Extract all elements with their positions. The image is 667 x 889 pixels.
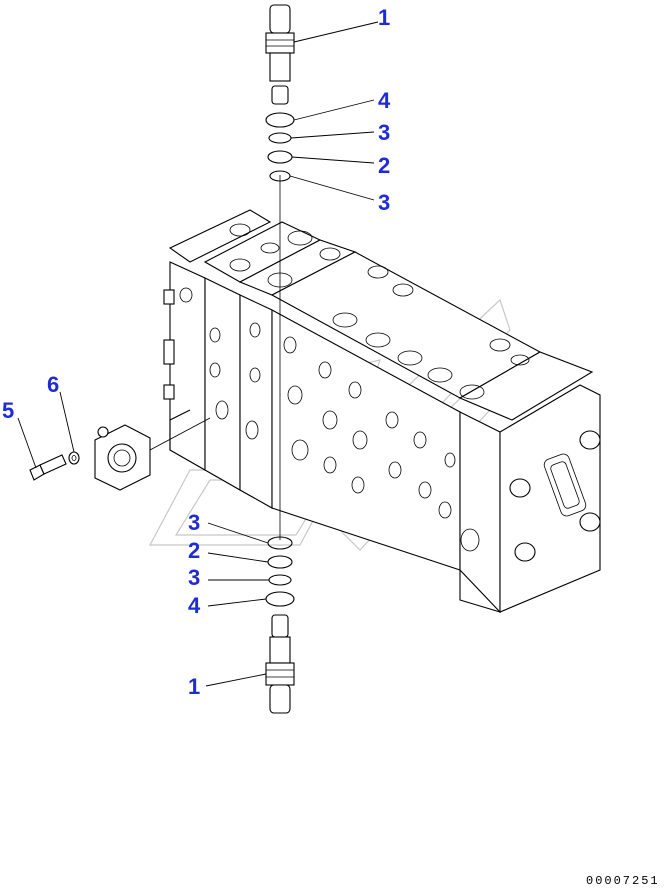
top-seal-stack [265, 112, 295, 182]
side-flange-assembly [29, 417, 211, 491]
front-ports [179, 287, 480, 552]
callout-part-3-top-b: 3 [378, 190, 390, 215]
callout-part-4-bottom: 4 [188, 593, 201, 618]
bottom-seal-stack [265, 536, 295, 607]
callout-part-1-top: 1 [378, 5, 390, 30]
callout-part-3-top-a: 3 [378, 120, 390, 145]
callout-part-6: 6 [47, 372, 59, 397]
callout-part-4-top: 4 [378, 88, 391, 113]
top-valve-cartridge [265, 4, 295, 105]
callout-part-5: 5 [2, 398, 14, 423]
top-ports [229, 223, 530, 400]
document-number: 00007251 [586, 874, 660, 888]
callout-part-3-bottom-b: 3 [188, 565, 200, 590]
bottom-valve-cartridge [265, 614, 295, 714]
control-valve-block [163, 209, 601, 614]
callout-part-1-bottom: 1 [188, 674, 200, 699]
callout-part-2-top: 2 [378, 153, 390, 178]
callout-part-3-bottom-a: 3 [188, 510, 200, 535]
callout-labels: 1 4 3 2 3 6 5 3 2 3 4 1 [2, 5, 391, 699]
washer-6 [68, 451, 80, 465]
bolt-5 [29, 454, 67, 481]
leader-lines [17, 21, 379, 687]
callout-part-2-bottom: 2 [188, 538, 200, 563]
end-bolts [509, 430, 601, 562]
